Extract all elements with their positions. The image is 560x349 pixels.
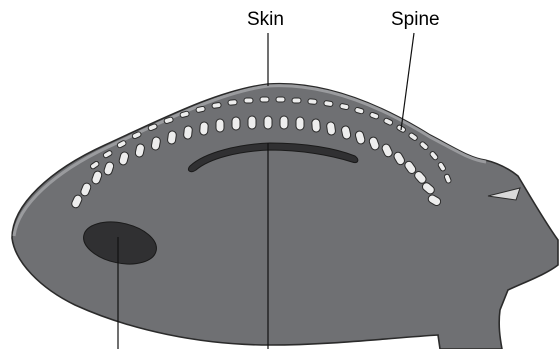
spine-leader-line (401, 33, 414, 130)
skin-label: Skin (247, 10, 284, 29)
spine-label: Spine (391, 10, 440, 29)
